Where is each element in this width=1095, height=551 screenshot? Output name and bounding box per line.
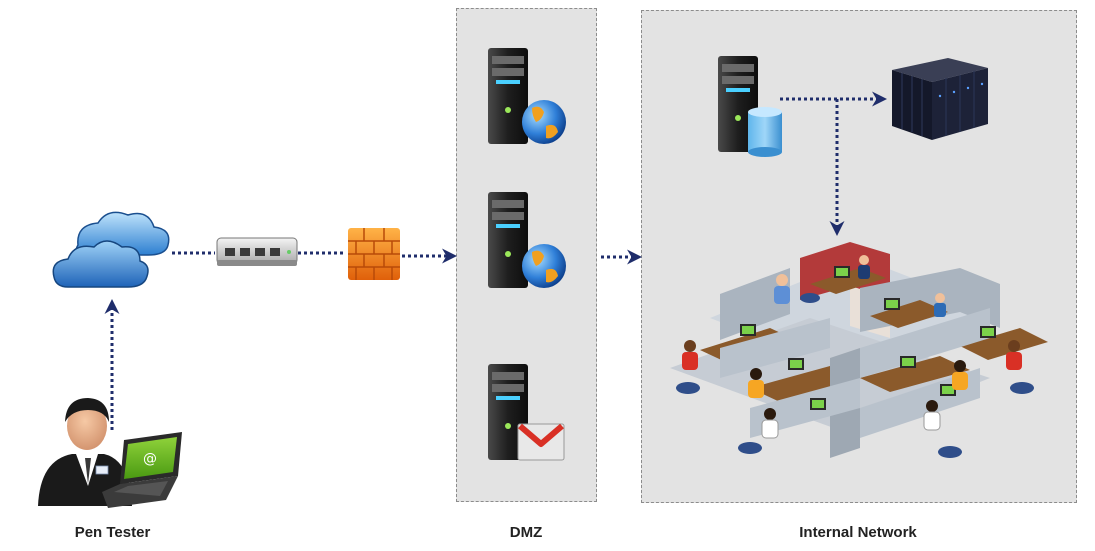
person-with-laptop-icon: @ — [38, 398, 182, 508]
database-server-icon — [718, 56, 782, 157]
server-rack-icon — [892, 58, 988, 140]
cloud-icon — [52, 211, 170, 288]
dmz-label: DMZ — [509, 524, 543, 541]
pen-tester-label: Pen Tester — [74, 524, 151, 541]
web-server-icon — [488, 192, 566, 288]
switch-icon — [216, 237, 298, 266]
office-cubicles-icon — [670, 242, 1048, 458]
web-server-icon — [488, 48, 566, 144]
svg-text:@: @ — [143, 451, 157, 467]
firewall-icon — [348, 228, 400, 280]
internal-network-label: Internal Network — [799, 524, 917, 541]
mail-server-icon — [488, 364, 565, 461]
